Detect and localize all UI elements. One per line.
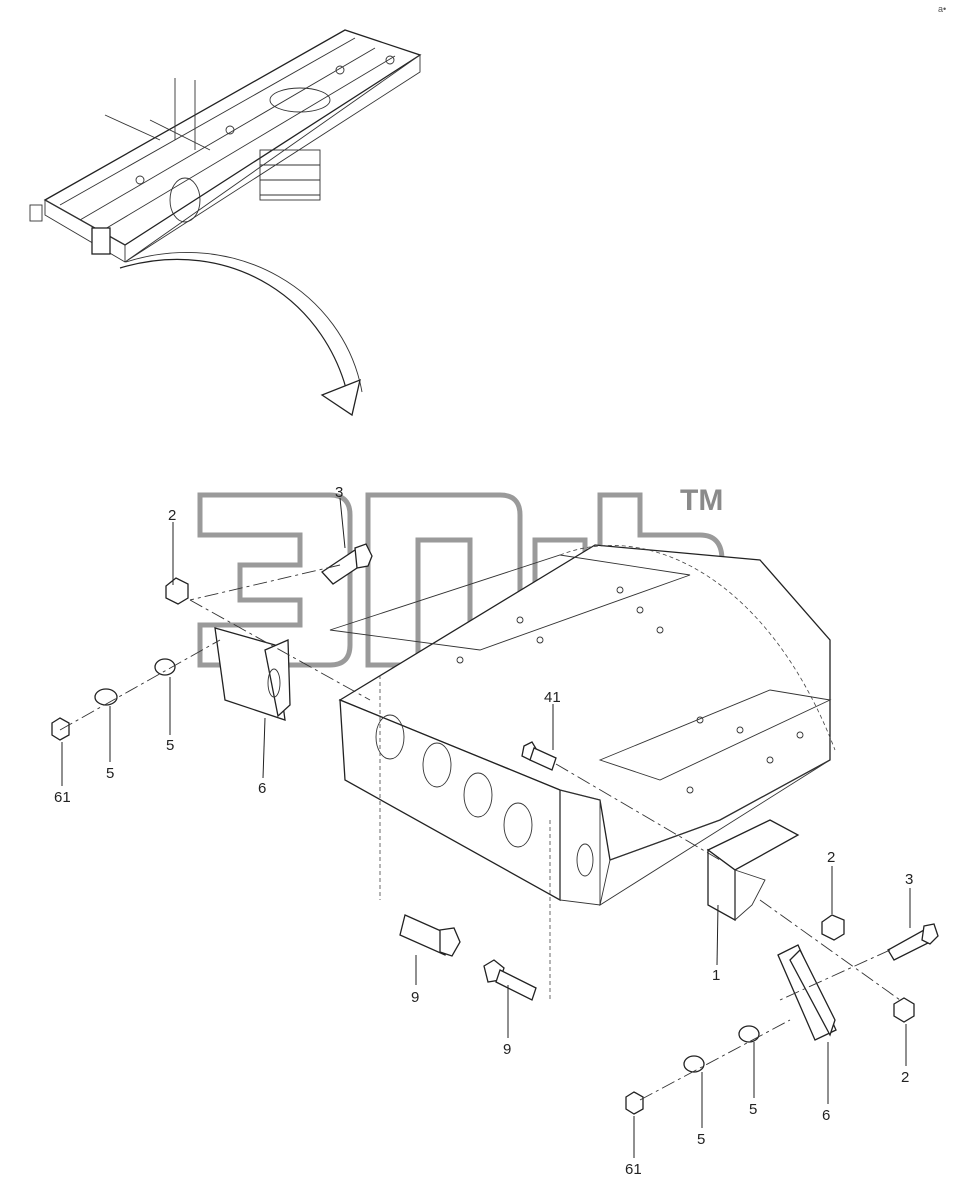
callout-5-right-upper: 5 — [749, 1101, 757, 1118]
callout-2-right-lower: 2 — [901, 1069, 909, 1086]
bracket-part-1 — [706, 819, 800, 922]
callout-41: 41 — [544, 689, 561, 706]
callout-61-right: 61 — [625, 1161, 642, 1178]
callout-5-right-lower: 5 — [697, 1131, 705, 1148]
callout-9-left: 9 — [411, 989, 419, 1006]
callout-2-left: 2 — [168, 507, 176, 524]
trademark-mark: TM — [680, 484, 723, 517]
bolt-part-41 — [521, 741, 721, 861]
leader-lines — [61, 497, 911, 1158]
callout-6-right: 6 — [822, 1107, 830, 1124]
callout-6-left: 6 — [258, 780, 266, 797]
chassis-overview-drawing — [29, 29, 422, 263]
left-hardware-group — [51, 543, 373, 741]
callout-3-left: 3 — [335, 484, 343, 501]
bolt-parts-9 — [399, 914, 537, 1001]
curved-arrow — [119, 252, 363, 417]
frame-section-drawing — [329, 544, 836, 1000]
callout-1: 1 — [712, 967, 720, 984]
callout-3-right: 3 — [905, 871, 913, 888]
callout-labels: 2 3 5 5 61 6 41 9 9 1 2 3 2 6 5 5 61 — [54, 484, 913, 1178]
right-hardware-group — [625, 899, 939, 1115]
callout-2-right-upper: 2 — [827, 849, 835, 866]
callout-5-left-upper: 5 — [166, 737, 174, 754]
watermark-logo: TM — [197, 484, 725, 668]
callout-9-right: 9 — [503, 1041, 511, 1058]
callout-61-left: 61 — [54, 789, 71, 806]
corner-mark: а• — [938, 4, 946, 14]
callout-5-left-lower: 5 — [106, 765, 114, 782]
